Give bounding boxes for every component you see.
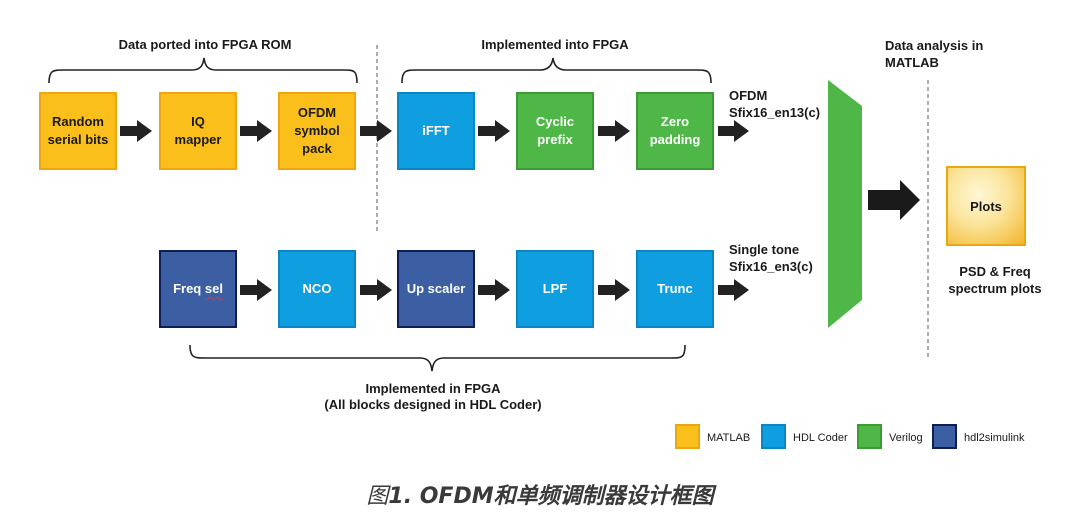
block-trunc: Trunc	[636, 250, 714, 328]
arrow	[478, 120, 510, 142]
arrow	[240, 279, 272, 301]
figure-caption-text: 1. OFDM和单频调制器设计框图	[388, 484, 714, 509]
figure-caption: 图1. OFDM和单频调制器设计框图	[0, 478, 1080, 510]
block-iq-mapper: IQ mapper	[159, 92, 237, 170]
plots-caption: PSD & Freq spectrum plots	[948, 264, 1042, 296]
block-random-serial-bits: Random serial bits	[39, 92, 117, 170]
brace-fpga-top	[401, 57, 712, 84]
block-freq-sel: Freq sel	[159, 250, 237, 328]
arrow	[598, 279, 630, 301]
arrow	[120, 120, 152, 142]
block-zero-padding: Zero padding	[636, 92, 714, 170]
arrow	[240, 120, 272, 142]
arrow	[598, 120, 630, 142]
legend-swatch-verilog	[857, 424, 882, 449]
legend-swatch-hdl-coder	[761, 424, 786, 449]
group-label-fpga-bottom: Implemented in FPGA	[365, 381, 501, 396]
block-freq-sel-label-a: Freq	[173, 281, 202, 296]
legend-label-hdl-coder: HDL Coder	[793, 432, 848, 444]
big-arrow	[868, 180, 920, 220]
brace-fpga-bottom	[189, 344, 686, 372]
figure-caption-prefix: 图	[366, 484, 389, 509]
legend-label-verilog: Verilog	[889, 432, 923, 444]
legend-label-hdl2simulink: hdl2simulink	[964, 432, 1025, 444]
arrow	[718, 120, 749, 142]
output-label-ofdm: OFDM Sfix16_en13(c)	[729, 88, 821, 120]
block-nco: NCO	[278, 250, 356, 328]
block-ofdm-symbol-pack: OFDM symbol pack	[278, 92, 356, 170]
arrow	[718, 279, 749, 301]
legend-swatch-hdl2simulink	[932, 424, 957, 449]
arrow	[360, 120, 392, 142]
arrow	[360, 279, 392, 301]
block-ifft: iFFT	[397, 92, 475, 170]
group-label-rom: Data ported into FPGA ROM	[118, 37, 292, 52]
legend-label-matlab: MATLAB	[707, 432, 751, 444]
arrows-bottom-row	[240, 279, 749, 301]
group-label-fpga-top: Implemented into FPGA	[481, 37, 629, 52]
mux-shape	[828, 80, 862, 328]
group-label-matlab: Data analysis in MATLAB	[885, 38, 984, 70]
group-label-fpga-bottom-note: (All blocks designed in HDL Coder)	[324, 397, 542, 412]
block-plots: Plots	[946, 166, 1026, 246]
block-freq-sel-label-b: sel	[204, 281, 223, 296]
block-up-scaler: Up scaler	[397, 250, 475, 328]
block-lpf: LPF	[516, 250, 594, 328]
output-label-single-tone: Single tone Sfix16_en3(c)	[729, 242, 813, 274]
legend-swatch-matlab	[675, 424, 700, 449]
arrows-top-row	[120, 120, 749, 142]
block-cyclic-prefix: Cyclic prefix	[516, 92, 594, 170]
brace-rom	[48, 57, 358, 84]
arrow	[478, 279, 510, 301]
